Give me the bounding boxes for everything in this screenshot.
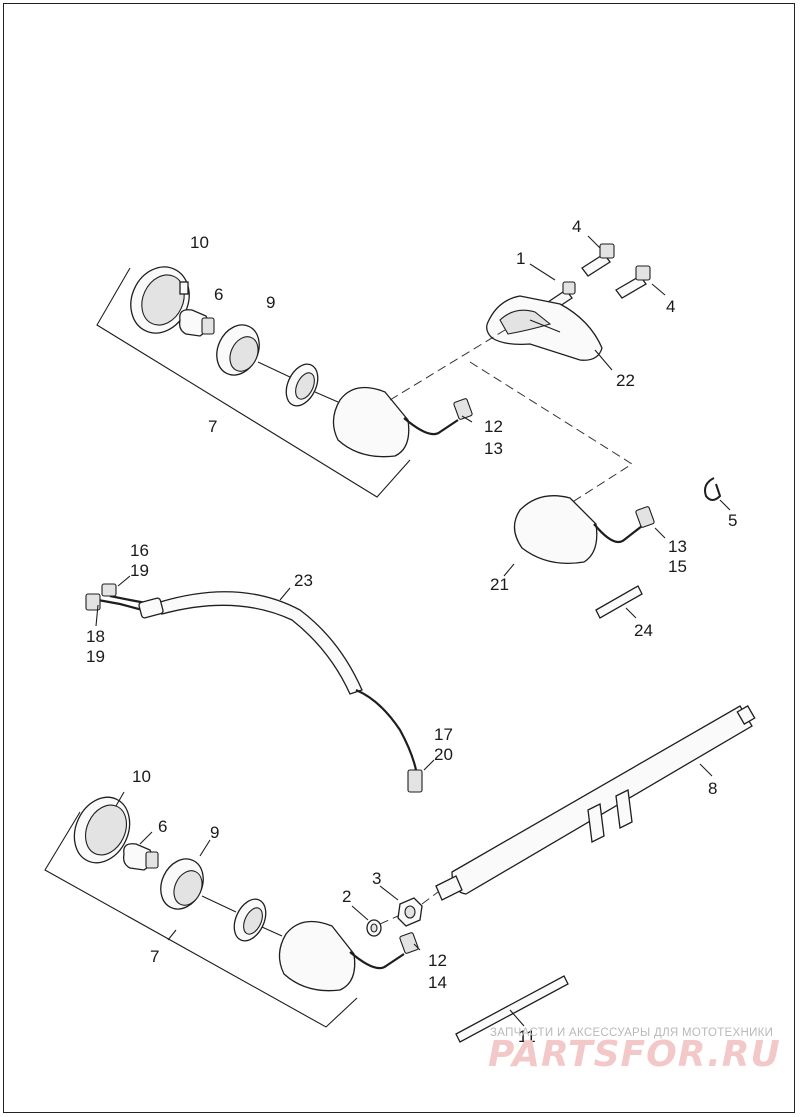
socket-upper [216, 324, 293, 379]
callout-13-right: 13 [668, 537, 687, 556]
washer-2 [366, 919, 382, 937]
callout-10-lower: 10 [132, 767, 151, 786]
mount-bracket-22 [486, 295, 603, 361]
bulb-upper [178, 309, 215, 337]
callout-9-lower: 9 [210, 823, 219, 842]
lamp-housing-lower [278, 920, 419, 992]
clip-5 [704, 477, 722, 501]
callout-4-top: 4 [572, 217, 581, 236]
callout-1: 1 [516, 249, 525, 268]
callout-10-upper: 10 [190, 233, 209, 252]
upper-turn-signal-assembly [96, 266, 473, 498]
nut-washer [351, 885, 439, 937]
lamp-housing-upper [332, 386, 473, 458]
callout-17: 17 [434, 725, 453, 744]
callout-19-top: 19 [130, 561, 149, 580]
diagram-frame [3, 3, 795, 1113]
lens-ring-upper [130, 266, 190, 334]
callout-5: 5 [728, 511, 737, 530]
pin-24 [595, 585, 643, 619]
callout-14: 14 [428, 973, 447, 992]
mounting-hardware [389, 235, 666, 511]
callout-12-lower: 12 [428, 951, 447, 970]
callout-12-upper: 12 [484, 417, 503, 436]
wiring-harness-23 [85, 575, 435, 793]
watermark: ЗАПЧАСТИ И АКСЕССУАРЫ ДЛЯ МОТОТЕХНИКИ PA… [488, 1027, 781, 1075]
grommet-lower [233, 898, 283, 942]
callout-4-right: 4 [666, 297, 675, 316]
lower-turn-signal-assembly [44, 791, 421, 1028]
socket-lower [160, 858, 237, 913]
callout-3: 3 [372, 869, 381, 888]
callout-6-lower: 6 [158, 817, 167, 836]
callout-20: 20 [434, 745, 453, 764]
callout-21: 21 [490, 575, 509, 594]
watermark-tagline: ЗАПЧАСТИ И АКСЕССУАРЫ ДЛЯ МОТОТЕХНИКИ [490, 1027, 773, 1039]
guide-line-2 [469, 361, 633, 511]
callout-19-bottom: 19 [86, 647, 105, 666]
assembly-bracket-lower [44, 811, 358, 1028]
guide-line-1 [389, 329, 506, 401]
bolt-4-right [615, 265, 651, 299]
bulb-lower [122, 843, 159, 871]
callout-8: 8 [708, 779, 717, 798]
lamp-housing-21 [513, 495, 655, 565]
callout-24: 24 [634, 621, 653, 640]
lens-ring-lower [73, 796, 131, 864]
bolt-4-top [581, 243, 615, 277]
callout-11: 11 [518, 1027, 536, 1046]
right-lamp-group [503, 477, 731, 619]
callout-18: 18 [86, 627, 105, 646]
callout-13-upper: 13 [484, 439, 503, 458]
callout-9-upper: 9 [266, 293, 275, 312]
callout-2: 2 [342, 887, 351, 906]
watermark-brand: PARTSFOR.RU [488, 1034, 781, 1075]
callout-23: 23 [294, 571, 313, 590]
crossbar-8 [435, 705, 756, 901]
callout-7-upper: 7 [208, 417, 217, 436]
callout-7-lower: 7 [150, 947, 159, 966]
nut-3 [397, 897, 423, 927]
rod-11 [455, 975, 569, 1043]
callout-16: 16 [130, 541, 149, 560]
callout-15: 15 [668, 557, 687, 576]
assembly-bracket-upper [96, 267, 411, 498]
grommet-upper [285, 363, 339, 407]
callout-6-upper: 6 [214, 285, 223, 304]
callout-labels: 10 6 9 7 4 1 4 22 12 13 5 13 15 21 24 16… [86, 217, 737, 1046]
callout-22: 22 [616, 371, 635, 390]
